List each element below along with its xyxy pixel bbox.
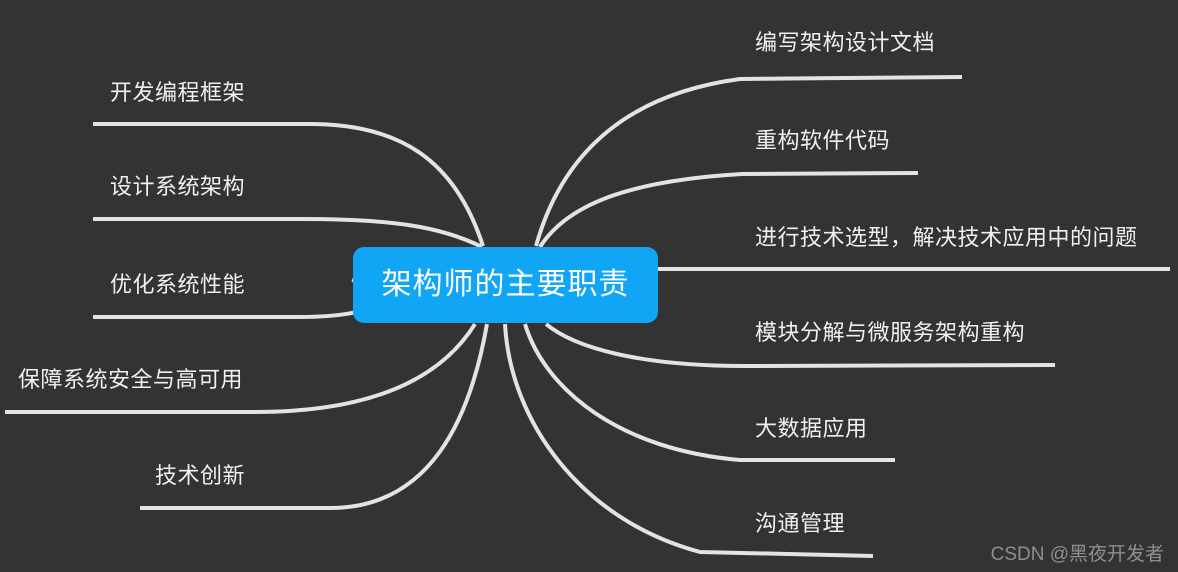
branch-line-right-1 — [534, 75, 963, 247]
branch-label-left-4[interactable]: 保障系统安全与高可用 — [18, 367, 244, 392]
branch-label-right-4[interactable]: 模块分解与微服务架构重构 — [755, 320, 1026, 345]
branch-label-right-1[interactable]: 编写架构设计文档 — [755, 30, 936, 55]
branch-line-left-4 — [5, 322, 477, 414]
central-node[interactable]: 架构师的主要职责 — [353, 247, 658, 323]
branch-line-right-4 — [544, 322, 1056, 369]
branch-line-left-2 — [93, 217, 483, 249]
central-node-label: 架构师的主要职责 — [381, 268, 630, 301]
branch-label-right-3[interactable]: 进行技术选型，解决技术应用中的问题 — [755, 225, 1138, 250]
branch-label-left-5[interactable]: 技术创新 — [155, 463, 246, 488]
branch-label-left-2[interactable]: 设计系统架构 — [110, 174, 246, 199]
branch-label-left-3[interactable]: 优化系统性能 — [110, 272, 246, 297]
branch-line-right-2 — [538, 171, 919, 249]
branch-label-right-6[interactable]: 沟通管理 — [755, 511, 846, 536]
branch-label-left-1[interactable]: 开发编程框架 — [110, 80, 246, 105]
branch-label-right-2[interactable]: 重构软件代码 — [755, 128, 891, 153]
watermark: CSDN @黑夜开发者 — [990, 544, 1164, 565]
branch-label-right-5[interactable]: 大数据应用 — [755, 416, 868, 441]
branch-line-left-5 — [140, 323, 489, 510]
branch-line-right-6 — [503, 323, 874, 558]
branch-line-right-5 — [523, 323, 895, 462]
branch-line-left-1 — [93, 122, 485, 247]
